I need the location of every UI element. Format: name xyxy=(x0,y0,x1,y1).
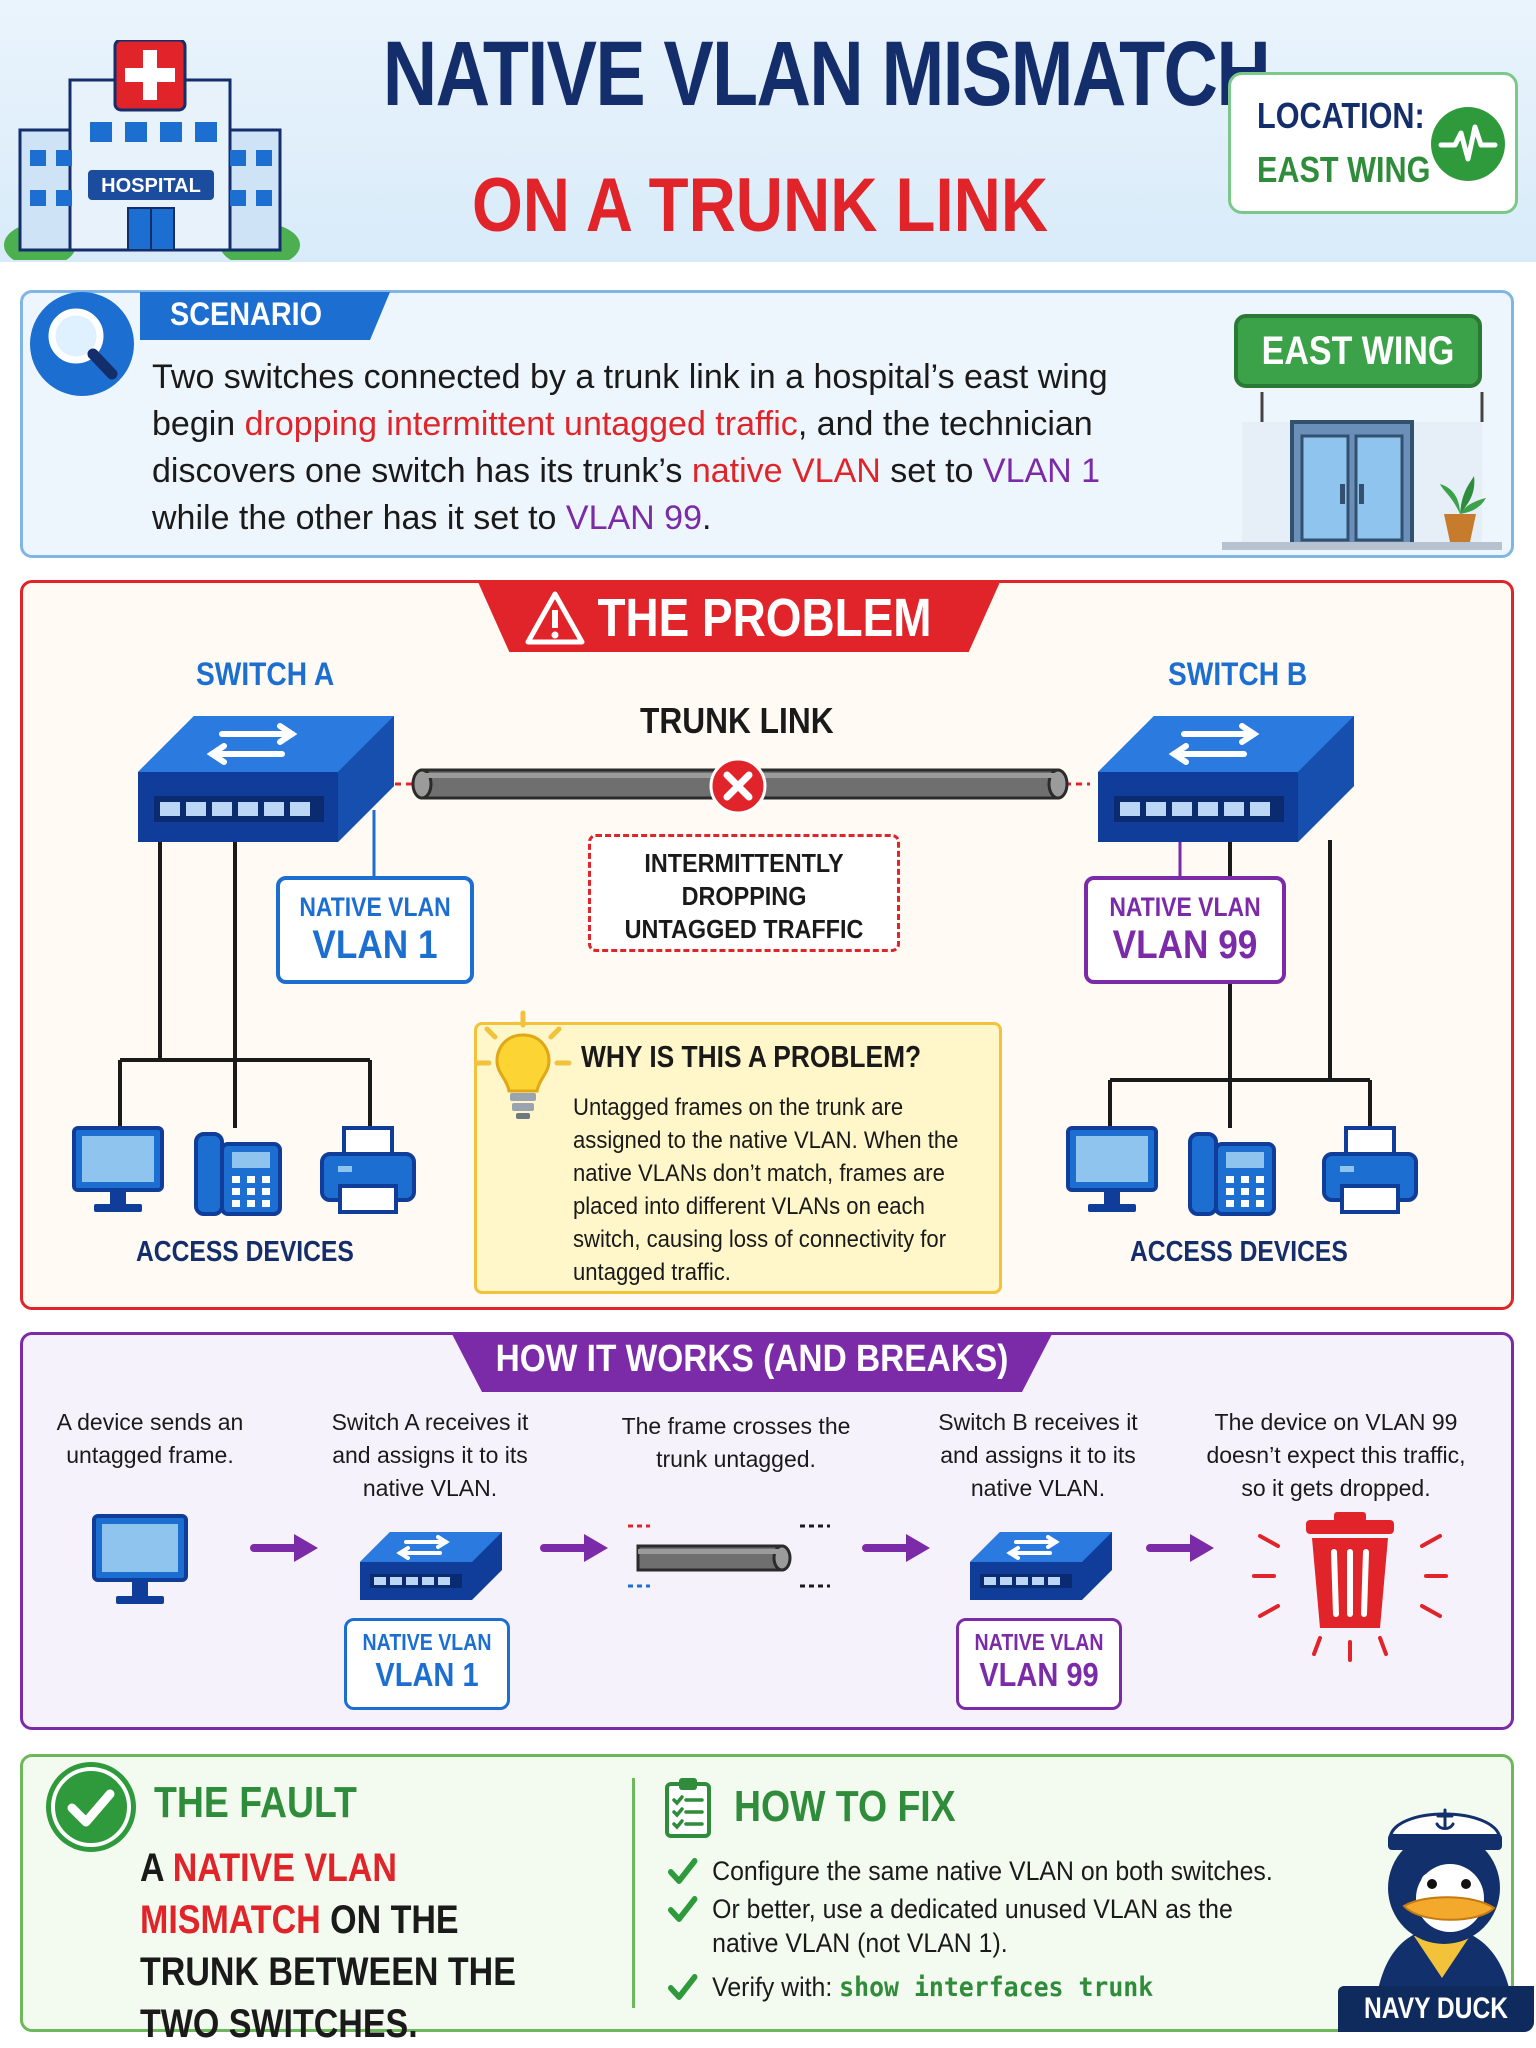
switch-icon xyxy=(360,1532,502,1600)
arrow-right-icon xyxy=(1146,1534,1214,1562)
fault-title: THE FAULT xyxy=(154,1778,357,1827)
monitor-icon xyxy=(72,1126,164,1212)
east-wing-sign: EAST WING xyxy=(1234,314,1482,388)
step-5-text: The device on VLAN 99 doesn’t expect thi… xyxy=(1206,1409,1466,1501)
step-3-text: The frame crosses the trunk untagged. xyxy=(621,1413,851,1472)
location-label: LOCATION: xyxy=(1257,95,1425,136)
step-1-text: A device sends an untagged frame. xyxy=(56,1409,244,1468)
how-it-works-panel xyxy=(20,1332,1514,1730)
step-2-text: Switch A receives it and assigns it to i… xyxy=(331,1409,529,1501)
phone-icon xyxy=(194,1132,282,1216)
why-problem-title: WHY IS THIS A PROBLEM? xyxy=(581,1039,922,1074)
fix-item-1: Configure the same native VLAN on both s… xyxy=(668,1854,1294,1888)
switch-b-title: SWITCH B xyxy=(1168,656,1308,692)
fix-command: show interfaces trunk xyxy=(839,1972,1154,2003)
fault-body: A NATIVE VLAN MISMATCH ON THE TRUNK BETW… xyxy=(140,1846,516,2046)
location-value: EAST WING xyxy=(1257,149,1431,190)
how-it-works-title: HOW IT WORKS (AND BREAKS) xyxy=(495,1338,1009,1380)
scenario-highlight-vlan1: VLAN 1 xyxy=(982,452,1101,490)
fault-fix-panel xyxy=(20,1754,1514,2032)
fault-highlight: NATIVE VLAN MISMATCH xyxy=(140,1846,397,1942)
trash-icon xyxy=(1252,1512,1448,1662)
how-native-vlan-a-box: NATIVE VLAN VLAN 1 xyxy=(344,1618,510,1710)
fix-item-2: Or better, use a dedicated unused VLAN a… xyxy=(668,1892,1294,1960)
divider xyxy=(632,1778,635,2008)
why-problem-body: Untagged frames on the trunk are assigne… xyxy=(573,1094,959,1286)
printer-icon xyxy=(1322,1126,1418,1214)
why-problem-box: WHY IS THIS A PROBLEM? Untagged frames o… xyxy=(474,1010,1002,1294)
title-line-1: NATIVE VLAN MISMATCH xyxy=(382,23,1271,125)
arrow-right-icon xyxy=(862,1534,930,1562)
trunk-link-title: TRUNK LINK xyxy=(640,700,834,741)
check-icon xyxy=(46,1762,136,1852)
title-line-2: ON A TRUNK LINK xyxy=(471,163,1049,248)
navy-duck-label: NAVY DUCK xyxy=(1338,1986,1534,2032)
plant-icon xyxy=(1440,476,1486,542)
clipboard-icon xyxy=(665,1778,711,1838)
lightbulb-icon xyxy=(474,1010,572,1119)
access-devices-a-label: ACCESS DEVICES xyxy=(136,1236,354,1268)
scenario-highlight-native: native VLAN xyxy=(691,452,881,490)
checkmark-icon xyxy=(668,1896,698,1922)
printer-icon xyxy=(320,1126,416,1214)
fix-item-3: Verify with: show interfaces trunk xyxy=(668,1970,1294,2005)
step-4-text: Switch B receives it and assigns it to i… xyxy=(938,1409,1138,1501)
how-it-works-banner xyxy=(452,1334,1052,1392)
access-devices-b-label: ACCESS DEVICES xyxy=(1130,1236,1348,1268)
magnifier-icon xyxy=(30,292,134,396)
checkmark-icon xyxy=(668,1974,698,2000)
trunk-cable-icon xyxy=(628,1524,830,1588)
phone-icon xyxy=(1188,1132,1276,1216)
dropping-traffic-callout: INTERMITTENTLY DROPPING UNTAGGED TRAFFIC xyxy=(588,834,900,952)
warning-icon xyxy=(525,591,585,645)
scenario-highlight-dropping: dropping intermittent untagged traffic xyxy=(244,405,798,443)
problem-title: THE PROBLEM xyxy=(597,588,932,648)
native-vlan-b-box: NATIVE VLAN VLAN 99 xyxy=(1084,876,1286,984)
arrow-right-icon xyxy=(250,1534,318,1562)
x-icon xyxy=(709,757,767,815)
hospital-sign: HOSPITAL xyxy=(101,175,201,197)
scenario-highlight-vlan99: VLAN 99 xyxy=(565,499,702,537)
switch-a-title: SWITCH A xyxy=(196,656,335,692)
checkmark-icon xyxy=(668,1858,698,1884)
hospital-icon: HOSPITAL xyxy=(4,40,300,260)
scenario-label: SCENARIO xyxy=(170,296,323,332)
scenario-tab xyxy=(140,292,390,340)
scenario-text: Two switches connected by a trunk link i… xyxy=(152,358,1108,537)
arrow-right-icon xyxy=(540,1534,608,1562)
monitor-icon xyxy=(1066,1126,1158,1212)
how-native-vlan-b-box: NATIVE VLAN VLAN 99 xyxy=(956,1618,1122,1710)
how-to-fix-title: HOW TO FIX xyxy=(734,1782,956,1831)
switch-b-icon xyxy=(1098,716,1354,842)
switch-icon xyxy=(970,1532,1112,1600)
native-vlan-a-box: NATIVE VLAN VLAN 1 xyxy=(276,876,474,984)
location-box: LOCATION: EAST WING xyxy=(1228,72,1518,214)
switch-a-icon xyxy=(138,716,394,842)
pulse-icon xyxy=(1431,107,1505,181)
door-icon xyxy=(1222,392,1502,550)
monitor-icon xyxy=(92,1514,188,1604)
